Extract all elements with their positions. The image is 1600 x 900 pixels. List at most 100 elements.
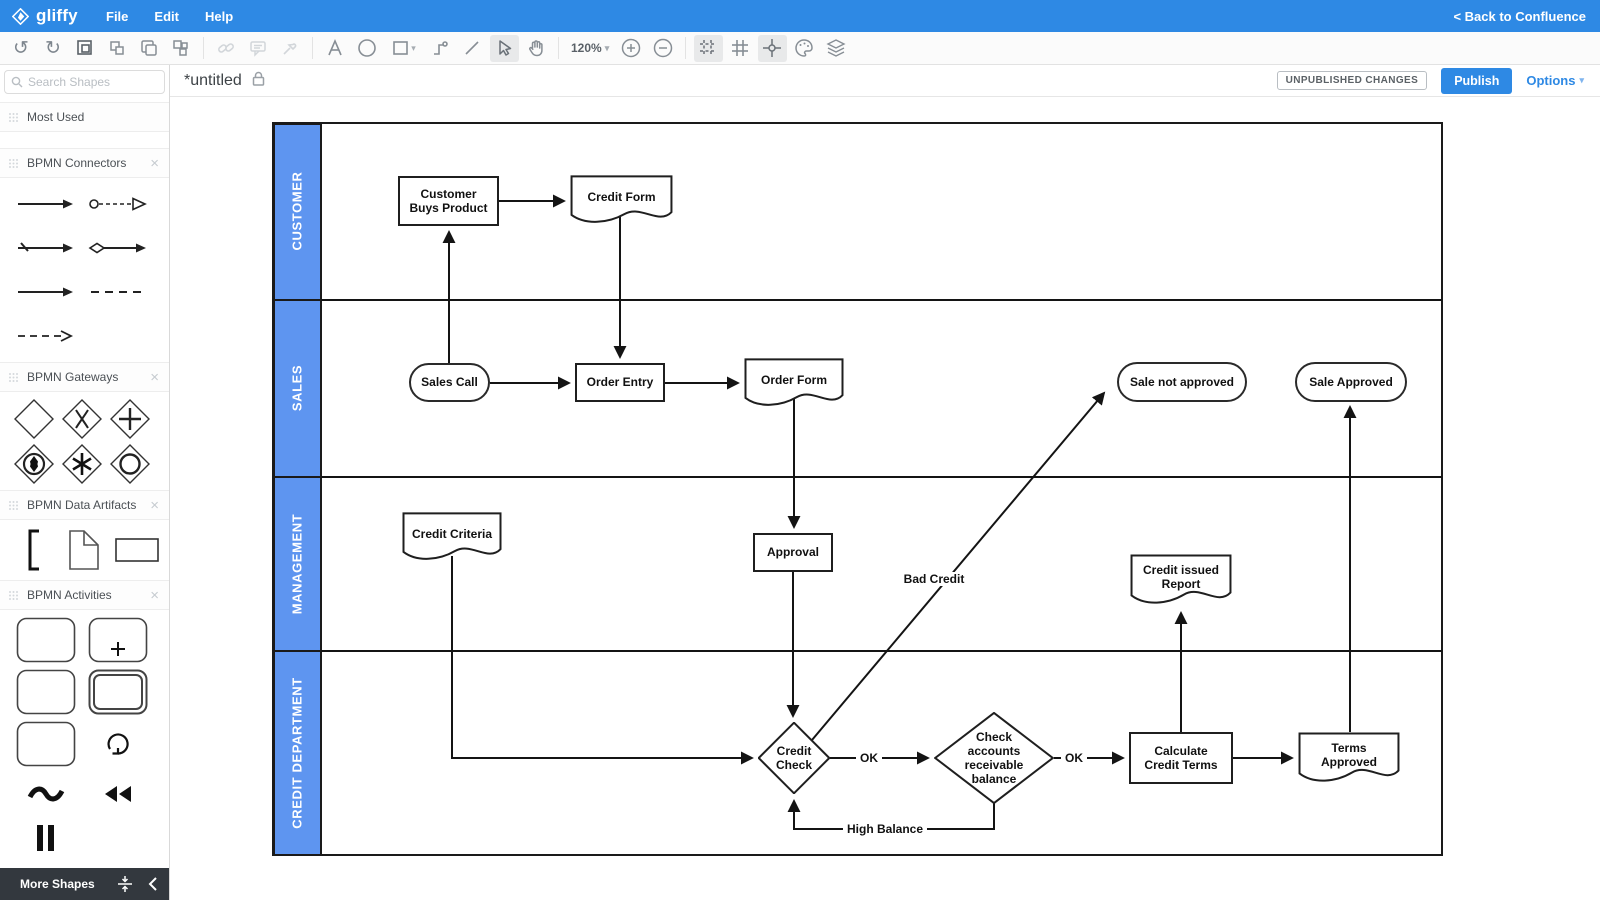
shape-task[interactable]: [10, 614, 82, 666]
section-title: Most Used: [27, 110, 85, 124]
shape-gateway-parallel[interactable]: [106, 396, 154, 441]
shape-compensation-marker[interactable]: [82, 770, 154, 818]
gliffy-logo-icon: [12, 7, 29, 25]
collapse-sidebar-chevron-icon[interactable]: [148, 876, 158, 892]
zoom-out-button[interactable]: [649, 35, 678, 62]
node-sales-call[interactable]: Sales Call: [409, 363, 490, 402]
connector-tool[interactable]: [426, 35, 455, 62]
node-check-accounts-receivable-balance[interactable]: Check accounts receivable balance: [934, 712, 1054, 804]
link-button[interactable]: [212, 35, 241, 62]
diagram-canvas[interactable]: CUSTOMER SALES MANAGEMENT CREDIT DEPARTM…: [170, 97, 1600, 900]
text-tool[interactable]: [321, 35, 350, 62]
search-input[interactable]: [28, 75, 148, 89]
document-title[interactable]: *untitled: [184, 71, 242, 89]
shape-directed-association[interactable]: [10, 314, 82, 358]
shape-tool[interactable]: ▾: [385, 35, 423, 62]
pointer-tool[interactable]: [489, 34, 519, 62]
group-button[interactable]: [71, 35, 100, 62]
shape-pause-marker[interactable]: [10, 818, 82, 858]
shape-annotation-rect[interactable]: [110, 524, 164, 576]
section-bpmn-data-artifacts[interactable]: BPMN Data Artifacts ×: [0, 490, 169, 520]
node-terms-approved[interactable]: Terms Approved: [1298, 732, 1400, 786]
section-bpmn-activities[interactable]: BPMN Activities ×: [0, 580, 169, 610]
zoom-in-button[interactable]: [617, 35, 646, 62]
section-bpmn-connectors[interactable]: BPMN Connectors ×: [0, 148, 169, 178]
node-sale-approved[interactable]: Sale Approved: [1295, 362, 1407, 402]
paste-button[interactable]: [167, 35, 196, 62]
shape-solid-arrow[interactable]: [10, 270, 82, 314]
shape-transaction[interactable]: [82, 666, 154, 718]
shape-call-activity[interactable]: [10, 718, 82, 770]
menu-edit[interactable]: Edit: [154, 8, 179, 24]
document-shape: [744, 358, 844, 410]
pan-hand-tool[interactable]: [522, 35, 551, 62]
shape-conditional-flow[interactable]: [82, 226, 154, 270]
node-order-form[interactable]: Order Form: [744, 358, 844, 410]
shape-gateway-complex[interactable]: [58, 441, 106, 486]
node-credit-criteria[interactable]: Credit Criteria: [402, 512, 502, 564]
shape-message-flow[interactable]: [82, 182, 154, 226]
lane-bar-management[interactable]: [273, 476, 322, 652]
node-credit-issued-report[interactable]: Credit issued Report: [1130, 554, 1232, 608]
theme-palette-button[interactable]: [790, 35, 819, 62]
menu-file[interactable]: File: [106, 8, 129, 24]
comment-button[interactable]: [244, 35, 273, 62]
ellipse-tool[interactable]: [353, 35, 382, 62]
ungroup-button[interactable]: [103, 35, 132, 62]
snap-to-grid-toggle[interactable]: [693, 34, 723, 62]
shape-group-bracket[interactable]: [10, 524, 58, 576]
back-to-confluence-link[interactable]: < Back to Confluence: [1453, 8, 1586, 24]
lock-icon[interactable]: [252, 71, 265, 91]
node-sale-not-approved[interactable]: Sale not approved: [1117, 362, 1247, 402]
shape-subprocess[interactable]: [82, 614, 154, 666]
node-credit-form[interactable]: Credit Form: [570, 175, 673, 227]
shape-gateway-exclusive-x[interactable]: [58, 396, 106, 441]
drawing-guides-toggle[interactable]: [757, 34, 787, 62]
section-most-used[interactable]: Most Used: [0, 102, 169, 132]
node-credit-check[interactable]: Credit Check: [758, 722, 830, 794]
shape-gateway-event-based[interactable]: [10, 441, 58, 486]
layers-button[interactable]: [822, 35, 851, 62]
shape-sequence-flow[interactable]: [10, 182, 82, 226]
node-approval[interactable]: Approval: [753, 533, 833, 572]
document-shape: [402, 512, 502, 564]
close-section-icon[interactable]: ×: [150, 496, 159, 514]
publish-button[interactable]: Publish: [1441, 67, 1513, 94]
more-shapes-label: More Shapes: [20, 877, 95, 891]
more-shapes-bar[interactable]: More Shapes: [0, 868, 169, 900]
drag-handle-icon: [9, 159, 18, 168]
gliffy-logo[interactable]: gliffy: [0, 6, 88, 26]
node-order-entry[interactable]: Order Entry: [575, 363, 665, 402]
shape-task-plain[interactable]: [10, 666, 82, 718]
menu-help[interactable]: Help: [204, 8, 234, 24]
shape-gateway-exclusive-blank[interactable]: [10, 396, 58, 441]
eyedropper-button[interactable]: [276, 35, 305, 62]
edge-label-bad-credit: Bad Credit: [899, 572, 969, 586]
redo-button[interactable]: ↻: [45, 37, 61, 59]
close-section-icon[interactable]: ×: [150, 586, 159, 604]
node-calculate-credit-terms[interactable]: Calculate Credit Terms: [1129, 732, 1233, 784]
shape-data-object[interactable]: [58, 524, 110, 576]
shape-search[interactable]: [4, 70, 165, 94]
copy-button[interactable]: [135, 35, 164, 62]
node-customer-buys-product[interactable]: Customer Buys Product: [398, 176, 499, 226]
section-bpmn-gateways[interactable]: BPMN Gateways ×: [0, 362, 169, 392]
line-tool[interactable]: [458, 35, 487, 62]
shape-default-flow[interactable]: [10, 226, 82, 270]
shape-loop-marker[interactable]: [82, 718, 154, 770]
edge-badcredit[interactable]: [811, 391, 1106, 741]
undo-button[interactable]: ↺: [13, 37, 29, 59]
edge-label-ok-1: OK: [856, 751, 882, 765]
close-section-icon[interactable]: ×: [150, 368, 159, 386]
shape-ad-hoc-marker[interactable]: [10, 770, 82, 818]
collapse-panels-icon[interactable]: [116, 875, 134, 893]
shape-association[interactable]: [82, 270, 154, 314]
lane-bar-credit-department[interactable]: [273, 650, 322, 856]
options-menu[interactable]: Options▾: [1526, 73, 1584, 88]
grid-toggle[interactable]: [726, 35, 755, 62]
shape-gateway-inclusive[interactable]: [106, 441, 154, 486]
zoom-level-control[interactable]: 120%▾: [571, 41, 610, 55]
edge-creditcriteria-to-creditcheck[interactable]: [451, 556, 754, 765]
close-section-icon[interactable]: ×: [150, 154, 159, 172]
